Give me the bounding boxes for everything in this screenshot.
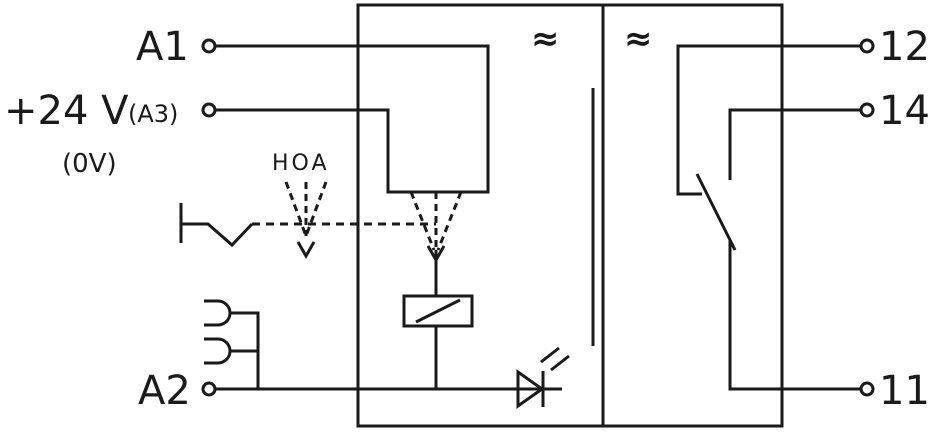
relay-coil-slash: [415, 298, 461, 324]
terminal-11-circle: [859, 381, 875, 397]
label-12: 12: [879, 24, 930, 70]
hoa-arrow-head-left: [296, 241, 316, 260]
label-a2: A2: [138, 368, 191, 414]
manual-switch-actuator: [181, 222, 254, 248]
terminal-14-circle: [859, 102, 875, 118]
module-symbol-left: ≈: [531, 19, 560, 59]
wire-24v: [215, 108, 438, 194]
led-ray-1: [540, 346, 560, 364]
wire-a1: [215, 44, 490, 194]
bridge-jumper-bottom: [204, 337, 232, 365]
terminal-12-circle: [859, 38, 875, 54]
label-a3: (A3): [128, 100, 178, 128]
hoa-arrow-head-right: [426, 245, 446, 264]
label-24v: +24 V: [4, 88, 129, 134]
terminal-24v-circle: [201, 102, 217, 118]
label-a1: A1: [136, 24, 189, 70]
wire-12: [676, 44, 861, 196]
relay-module-box: [356, 3, 784, 428]
led-ray-2: [550, 354, 570, 372]
hoa-arrows: [284, 181, 463, 251]
bridge-jumper-top: [204, 299, 232, 327]
label-14: 14: [879, 88, 930, 134]
label-hoa: HOA: [272, 151, 330, 176]
terminal-a2-circle: [201, 381, 217, 397]
led-triangle: [516, 369, 545, 409]
wire-11: [728, 240, 861, 391]
label-0v: (0V): [62, 149, 117, 179]
module-symbol-right: ≈: [624, 19, 653, 59]
bridge-wire: [230, 311, 260, 389]
wire-14: [728, 108, 861, 180]
terminal-a1-circle: [201, 38, 217, 54]
relay-coil: [402, 294, 474, 328]
label-11: 11: [879, 368, 930, 414]
switch-blade: [695, 173, 737, 251]
